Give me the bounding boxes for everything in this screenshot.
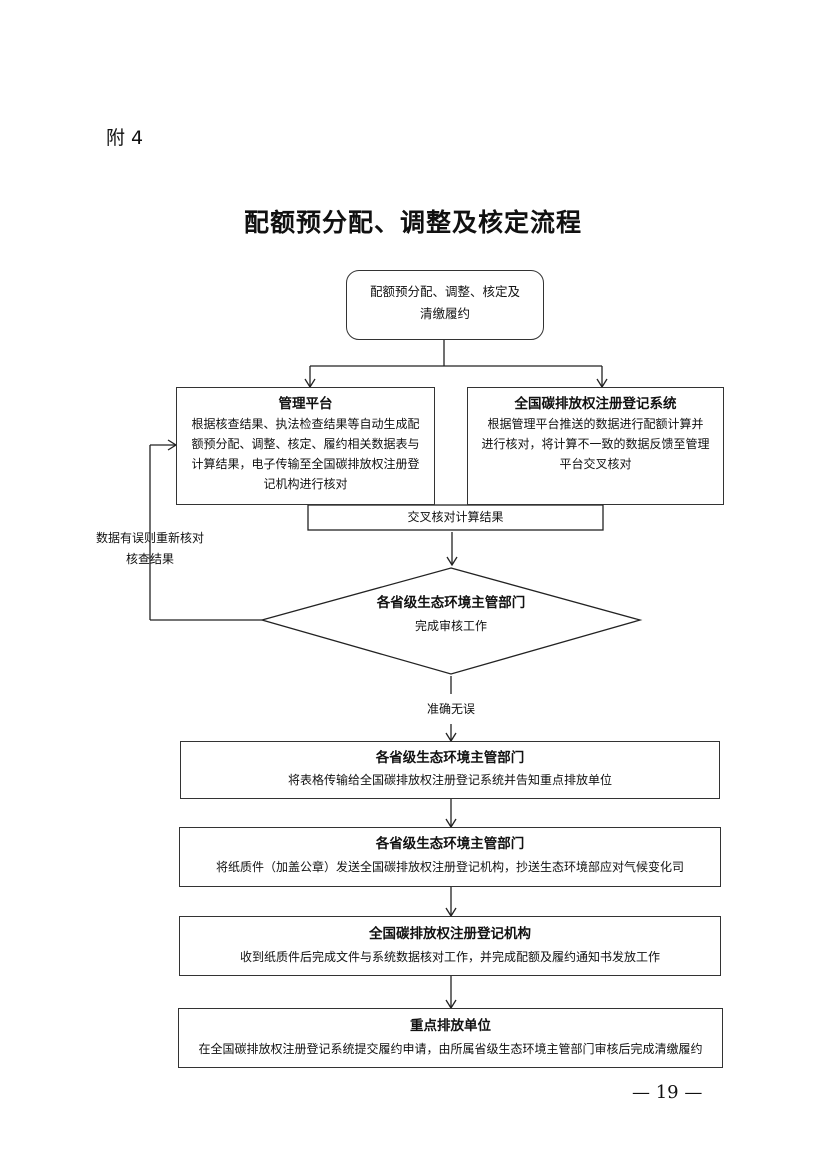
cross-check-label: 交叉核对计算结果 [407, 510, 504, 524]
registry-system-line: 平台交叉核对 [559, 457, 632, 471]
registry-system-title: 全国碳排放权注册登记系统 [514, 396, 677, 412]
feedback-label: 数据有误则重新核对 核查结果 [85, 528, 215, 570]
page-title: 配额预分配、调整及核定流程 [243, 208, 582, 237]
step4-node: 重点排放单位 在全国碳排放权注册登记系统提交履约申请，由所属省级生态环境主管部门… [178, 1008, 723, 1068]
review-text: 完成审核工作 [414, 619, 487, 633]
management-platform-line: 额预分配、调整、核定、履约相关数据表与 [191, 437, 420, 451]
correct-label: 准确无误 [426, 702, 475, 716]
page-number: — 19 — [632, 1082, 703, 1103]
step1-text: 将表格传输给全国碳排放权注册登记系统并告知重点排放单位 [287, 773, 612, 787]
feedback-label-line2: 核查结果 [125, 552, 174, 566]
start-node: 配额预分配、调整、核定及 清缴履约 [346, 270, 544, 340]
step2-node: 各省级生态环境主管部门 将纸质件（加盖公章）发送全国碳排放权注册登记机构，抄送生… [179, 827, 721, 887]
management-platform-node: 管理平台 根据核查结果、执法检查结果等自动生成配 额预分配、调整、核定、履约相关… [176, 387, 435, 505]
step2-text: 将纸质件（加盖公章）发送全国碳排放权注册登记机构，抄送生态环境部应对气候变化司 [215, 860, 684, 874]
step4-title: 重点排放单位 [410, 1018, 491, 1034]
step4-text: 在全国碳排放权注册登记系统提交履约申请，由所属省级生态环境主管部门审核后完成清缴… [198, 1042, 703, 1056]
management-platform-title: 管理平台 [278, 396, 333, 412]
review-node: 各省级生态环境主管部门 完成审核工作 [262, 593, 640, 636]
management-platform-line: 根据核查结果、执法检查结果等自动生成配 [191, 417, 420, 431]
step3-title: 全国碳排放权注册登记机构 [369, 926, 531, 942]
annex-label: 附 4 [106, 127, 144, 149]
start-node-line1: 配额预分配、调整、核定及 [369, 284, 520, 299]
registry-system-node: 全国碳排放权注册登记系统 根据管理平台推送的数据进行配额计算并 进行核对，将计算… [467, 387, 724, 505]
step3-text: 收到纸质件后完成文件与系统数据核对工作，并完成配额及履约通知书发放工作 [239, 950, 660, 964]
management-platform-line: 记机构进行核对 [263, 477, 348, 491]
step1-node: 各省级生态环境主管部门 将表格传输给全国碳排放权注册登记系统并告知重点排放单位 [180, 741, 720, 799]
feedback-label-line1: 数据有误则重新核对 [95, 531, 204, 545]
start-node-line2: 清缴履约 [419, 306, 470, 321]
registry-system-line: 进行核对，将计算不一致的数据反馈至管理 [481, 437, 710, 451]
review-title: 各省级生态环境主管部门 [376, 595, 526, 611]
step1-title: 各省级生态环境主管部门 [375, 750, 525, 766]
step2-title: 各省级生态环境主管部门 [375, 836, 525, 852]
management-platform-line: 计算结果，电子传输至全国碳排放权注册登 [191, 457, 420, 471]
step3-node: 全国碳排放权注册登记机构 收到纸质件后完成文件与系统数据核对工作，并完成配额及履… [179, 916, 721, 976]
registry-system-line: 根据管理平台推送的数据进行配额计算并 [487, 417, 704, 431]
